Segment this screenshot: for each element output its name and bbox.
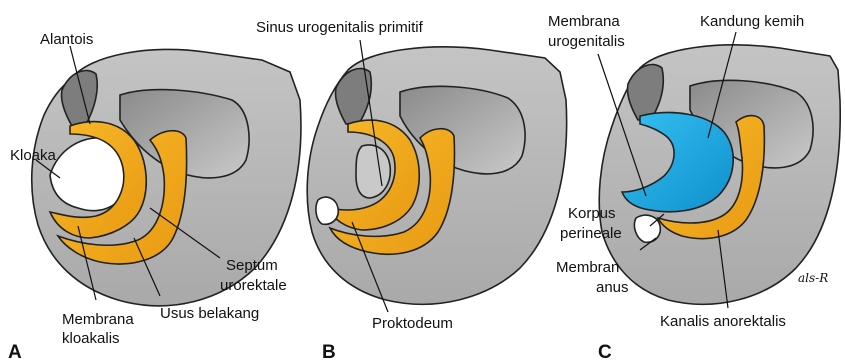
label-usus-belakang: Usus belakang [160, 305, 259, 322]
label-membran-anus-line1: Membran [556, 259, 619, 276]
label-alantois: Alantois [40, 31, 93, 48]
label-membrana-uro-line1: Membrana [548, 13, 620, 30]
label-membrana-uro-line2: urogenitalis [548, 33, 625, 50]
proktodeum-notch-b [316, 197, 338, 224]
label-kloaka: Kloaka [10, 147, 57, 164]
perineal-notch-c [634, 215, 660, 242]
panel-b: Sinus urogenitalis primitif Proktodeum B [256, 19, 567, 362]
artist-signature: als-R [798, 271, 828, 285]
panel-letter-b: B [322, 342, 336, 362]
panel-a: Alantois Kloaka Septum urorektale Usus b… [8, 31, 301, 362]
panel-c: Membrana urogenitalis Kandung kemih Korp… [548, 13, 840, 362]
label-sinus-urogenitalis: Sinus urogenitalis primitif [256, 19, 424, 36]
panel-letter-c: C [598, 342, 612, 362]
label-kandung-kemih: Kandung kemih [700, 13, 804, 30]
label-septum-line2: urorektale [220, 277, 287, 294]
label-korpus-line2: perineale [560, 225, 622, 242]
label-korpus-line1: Korpus [568, 205, 616, 222]
label-membrana-line1: Membrana [62, 311, 134, 328]
label-kanalis-anorektalis: Kanalis anorektalis [660, 313, 786, 330]
panel-letter-a: A [8, 342, 22, 362]
label-proktodeum: Proktodeum [372, 315, 453, 332]
label-membran-anus-line2: anus [596, 279, 629, 296]
label-septum-line1: Septum [226, 257, 278, 274]
label-membrana-line2: kloakalis [62, 330, 120, 347]
